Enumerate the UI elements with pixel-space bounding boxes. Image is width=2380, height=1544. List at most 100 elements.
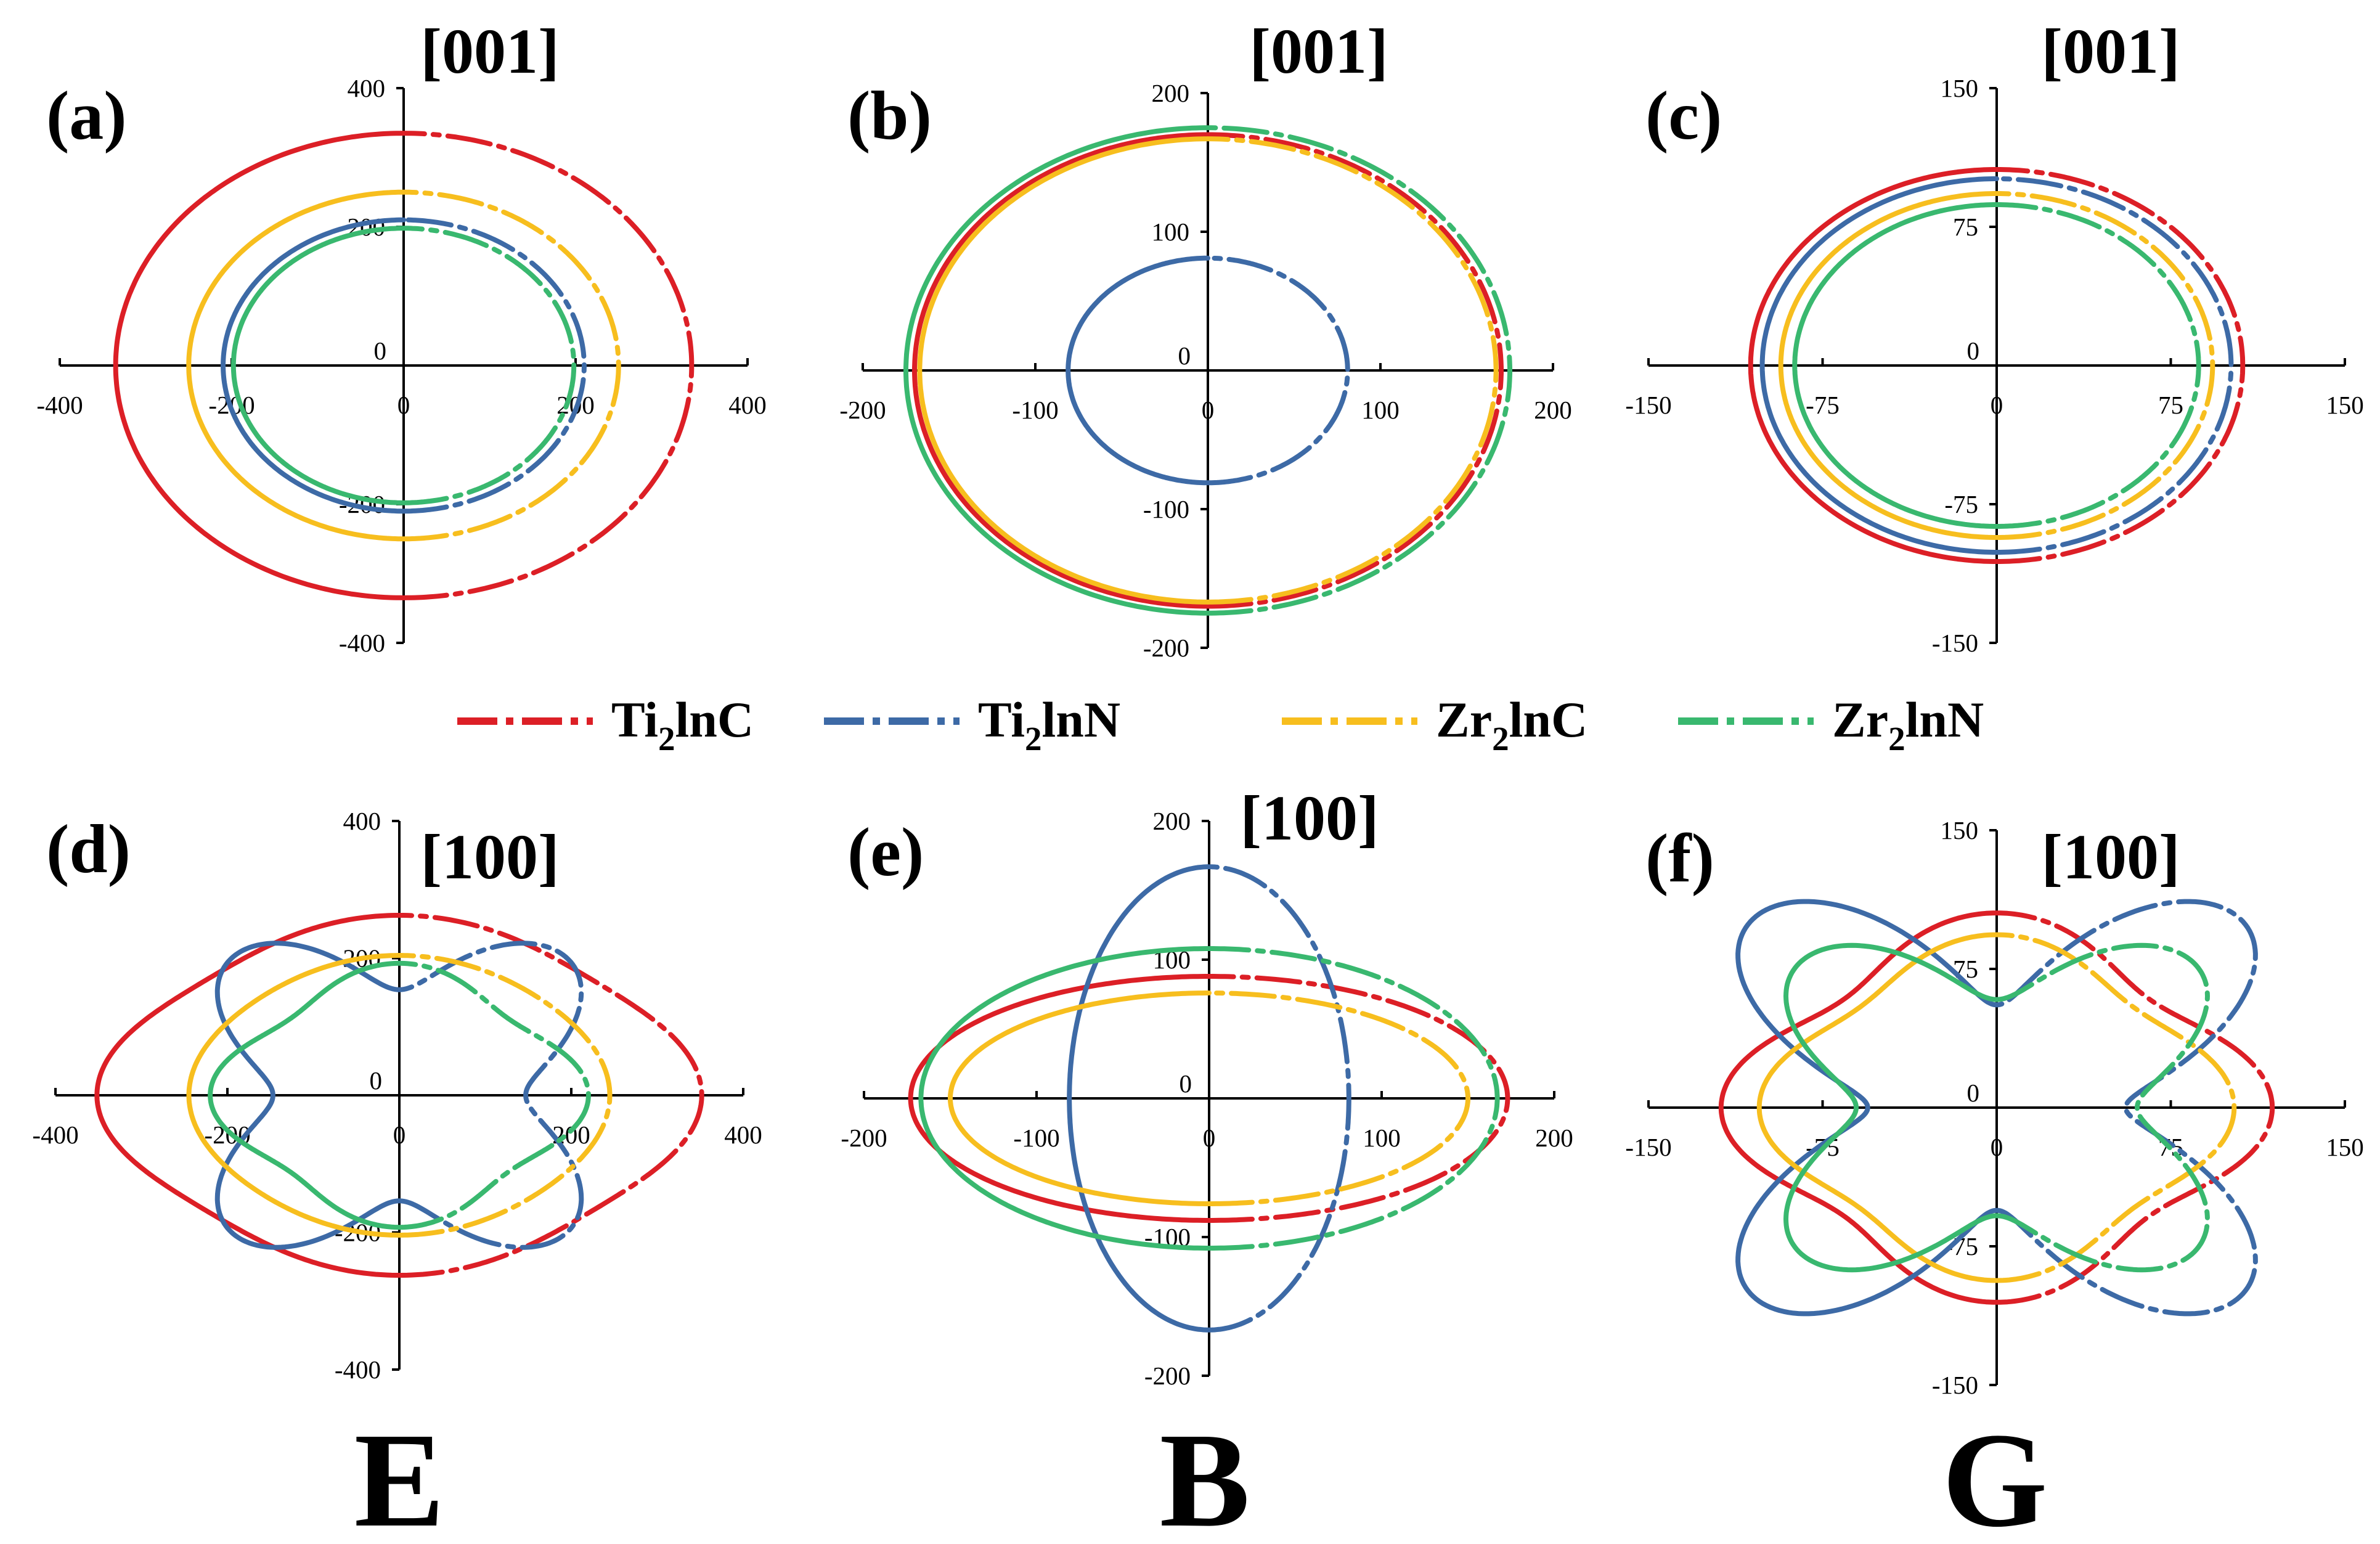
series-Ti2InN-right [1207, 864, 1351, 1333]
x-tick-label: -200 [841, 1124, 887, 1152]
panel-label: (a) [46, 78, 127, 154]
series-Ti2InN-left [221, 217, 406, 514]
series-Zr2InC-right [401, 189, 621, 542]
series-Zr2InC-right [397, 953, 613, 1238]
x-tick-label: 75 [2158, 391, 2183, 419]
y-tick-label: 0 [1178, 341, 1191, 370]
x-tick-label: 200 [1535, 1124, 1573, 1152]
x-tick-label: 200 [1534, 396, 1572, 424]
panel-label: (c) [1645, 78, 1722, 154]
y-tick-label: 400 [348, 74, 386, 102]
series-Ti2InC-left [908, 974, 1212, 1223]
row-label-b: B [1160, 1405, 1250, 1544]
series-Ti2InN-left [1066, 255, 1210, 486]
x-tick-label: 400 [724, 1121, 762, 1149]
y-tick-label: 200 [1153, 807, 1191, 835]
y-tick-label: -100 [1143, 495, 1189, 523]
series-Zr2InN-left [208, 960, 402, 1230]
direction-label: [100] [1240, 783, 1379, 854]
legend-label-Ti2InN: Ti2lnN [978, 692, 1120, 758]
y-tick-label: -200 [1143, 634, 1189, 662]
direction-label: [001] [2041, 16, 2180, 87]
y-tick-label: -400 [339, 629, 385, 657]
series-Zr2InN-right [401, 226, 577, 505]
y-tick-label: 0 [1967, 337, 1980, 365]
series-Ti2InC-right [397, 913, 704, 1278]
series-Zr2InN-right [1994, 942, 2210, 1273]
series-Zr2InN-right [397, 960, 591, 1230]
row-label-g: G [1942, 1405, 2047, 1544]
series-Zr2InN-left [1783, 942, 1999, 1273]
series-Zr2InC-right [1994, 932, 2237, 1283]
series-Ti2InC-left [912, 132, 1210, 609]
y-tick-label: 0 [1180, 1069, 1192, 1098]
y-tick-label: -75 [1944, 490, 1978, 518]
series-Ti2InN-left [1067, 864, 1212, 1333]
y-tick-label: 150 [1941, 816, 1979, 844]
series-Zr2InN-right [1994, 202, 2201, 529]
x-tick-label: -200 [839, 396, 886, 424]
x-tick-label: 100 [1363, 1124, 1401, 1152]
x-tick-label: 0 [1991, 1133, 2003, 1161]
y-tick-label: -400 [335, 1355, 381, 1384]
y-tick-label: 100 [1152, 218, 1190, 246]
x-tick-label: 400 [728, 391, 767, 419]
series-Zr2InN-left [1792, 202, 1999, 529]
x-tick-label: -100 [1013, 1124, 1059, 1152]
x-tick-label: -75 [1806, 391, 1840, 419]
direction-label: [001] [1249, 16, 1388, 87]
series-Zr2InN-left [903, 125, 1210, 616]
y-tick-label: -150 [1932, 1371, 1978, 1399]
series-Ti2InC-right [1994, 167, 2246, 564]
series-Zr2InC-left [948, 991, 1212, 1206]
series-Zr2InC-left [186, 189, 406, 542]
x-tick-label: -400 [36, 391, 83, 419]
series-Zr2InN-left [230, 226, 406, 505]
panel-label: (d) [46, 811, 131, 888]
series-Zr2InC-right [1205, 136, 1499, 605]
series-Ti2InN-right [397, 941, 584, 1250]
series-Ti2InC-left [1718, 910, 1999, 1305]
series-Zr2InC-left [917, 136, 1210, 605]
series-Ti2InC-right [1205, 132, 1504, 609]
legend-label-Zr2InN: Zr2lnN [1832, 692, 1984, 758]
series-Zr2InC-right [1207, 991, 1470, 1206]
y-tick-label: -200 [1144, 1362, 1191, 1390]
panel-label: (f) [1645, 820, 1714, 897]
x-tick-label: -150 [1625, 1133, 1671, 1161]
y-tick-label: 0 [374, 337, 387, 365]
y-tick-label: -150 [1932, 629, 1978, 657]
x-tick-label: 0 [397, 391, 410, 419]
y-tick-label: 75 [1953, 213, 1978, 241]
direction-label: [100] [420, 822, 559, 892]
y-tick-label: 0 [370, 1066, 383, 1095]
x-tick-label: 150 [2326, 1133, 2364, 1161]
series-Ti2InC-right [401, 131, 695, 600]
y-tick-label: 75 [1953, 955, 1978, 983]
y-tick-label: 150 [1941, 74, 1979, 102]
direction-label: [100] [2041, 822, 2180, 892]
series-Ti2InN-left [1735, 899, 1999, 1317]
series-Ti2InC-left [113, 131, 406, 600]
row-label-e: E [354, 1405, 445, 1544]
y-tick-label: 200 [1152, 79, 1190, 107]
series-Zr2InC-right [1994, 191, 2215, 540]
series-Ti2InN-right [1994, 176, 2234, 555]
panel-label: (b) [847, 78, 932, 154]
y-tick-label: 400 [343, 807, 381, 835]
x-tick-label: 0 [393, 1121, 406, 1149]
legend-label-Zr2InC: Zr2lnC [1436, 692, 1587, 758]
x-tick-label: 0 [1991, 391, 2003, 419]
panels: -400-400-200-20000200200400400(a)[001]-2… [32, 16, 2363, 1399]
x-tick-label: 150 [2326, 391, 2364, 419]
series-Ti2InN-left [214, 941, 402, 1250]
series-Ti2InC-left [94, 913, 402, 1278]
series-Ti2InC-right [1207, 974, 1510, 1223]
series-Zr2InC-left [186, 953, 402, 1238]
